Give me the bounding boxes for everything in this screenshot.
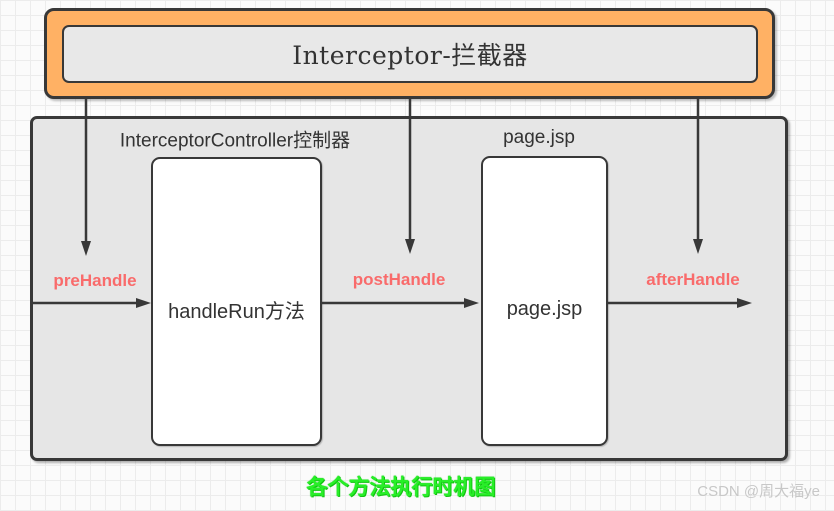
page-section-label: page.jsp — [503, 127, 575, 148]
posthandle-label: postHandle — [352, 270, 446, 289]
interceptor-title: Interceptor-拦截器 — [292, 41, 528, 70]
controller-section-label: InterceptorController控制器 — [119, 130, 351, 152]
pagejsp-node: page.jsp — [481, 156, 608, 446]
interceptor-banner: Interceptor-拦截器 — [44, 8, 775, 99]
handlerun-node: handleRun方法 — [151, 157, 322, 446]
csdn-watermark: CSDN @周大福ye — [697, 483, 820, 500]
handlerun-node-label: handleRun方法 — [168, 301, 305, 323]
interceptor-title-box: Interceptor-拦截器 — [62, 25, 758, 83]
diagram-caption: 各个方法执行时机图 — [306, 476, 496, 499]
prehandle-label: preHandle — [53, 271, 137, 290]
afterhandle-label: afterHandle — [646, 270, 740, 289]
pagejsp-node-label: page.jsp — [506, 298, 583, 320]
